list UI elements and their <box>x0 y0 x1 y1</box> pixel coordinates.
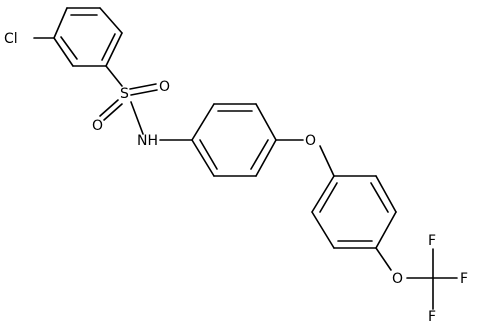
bond <box>130 89 158 96</box>
bond <box>311 211 335 249</box>
bond <box>191 103 215 141</box>
atom-nh: NH <box>137 133 158 149</box>
ring-chlorophenyl <box>53 7 123 67</box>
bond <box>255 103 277 141</box>
atom-s: S <box>120 86 129 102</box>
bond <box>319 182 338 213</box>
bond <box>99 7 123 34</box>
bond <box>191 139 215 177</box>
bond <box>311 175 335 213</box>
bond <box>370 182 389 213</box>
atom-cl: Cl <box>4 31 18 47</box>
bond <box>129 83 157 90</box>
bond <box>99 99 119 117</box>
bond <box>53 37 74 67</box>
bond <box>319 145 335 177</box>
bond <box>199 139 218 170</box>
atom-f-bottom: F <box>428 309 436 325</box>
bond <box>103 103 123 121</box>
bond <box>105 65 123 87</box>
atom-o-ether: O <box>305 133 316 149</box>
bond <box>375 211 397 249</box>
bond <box>60 36 78 60</box>
bond <box>375 175 397 213</box>
atom-o-sulfonyl-top: O <box>159 79 170 95</box>
bond <box>53 7 68 39</box>
bond <box>105 32 123 67</box>
ring-phenylene-2 <box>311 175 397 249</box>
bond <box>130 101 144 135</box>
ring-phenylene-1 <box>191 103 277 177</box>
atom-f-top: F <box>428 233 436 249</box>
atom-o-sulfonyl-bottom: O <box>92 118 103 134</box>
atom-f-right: F <box>460 271 468 287</box>
bond <box>250 139 269 170</box>
atom-o-trifluoromethoxy: O <box>392 271 403 287</box>
bond <box>255 139 277 177</box>
bond <box>101 33 116 61</box>
bond <box>375 247 392 271</box>
